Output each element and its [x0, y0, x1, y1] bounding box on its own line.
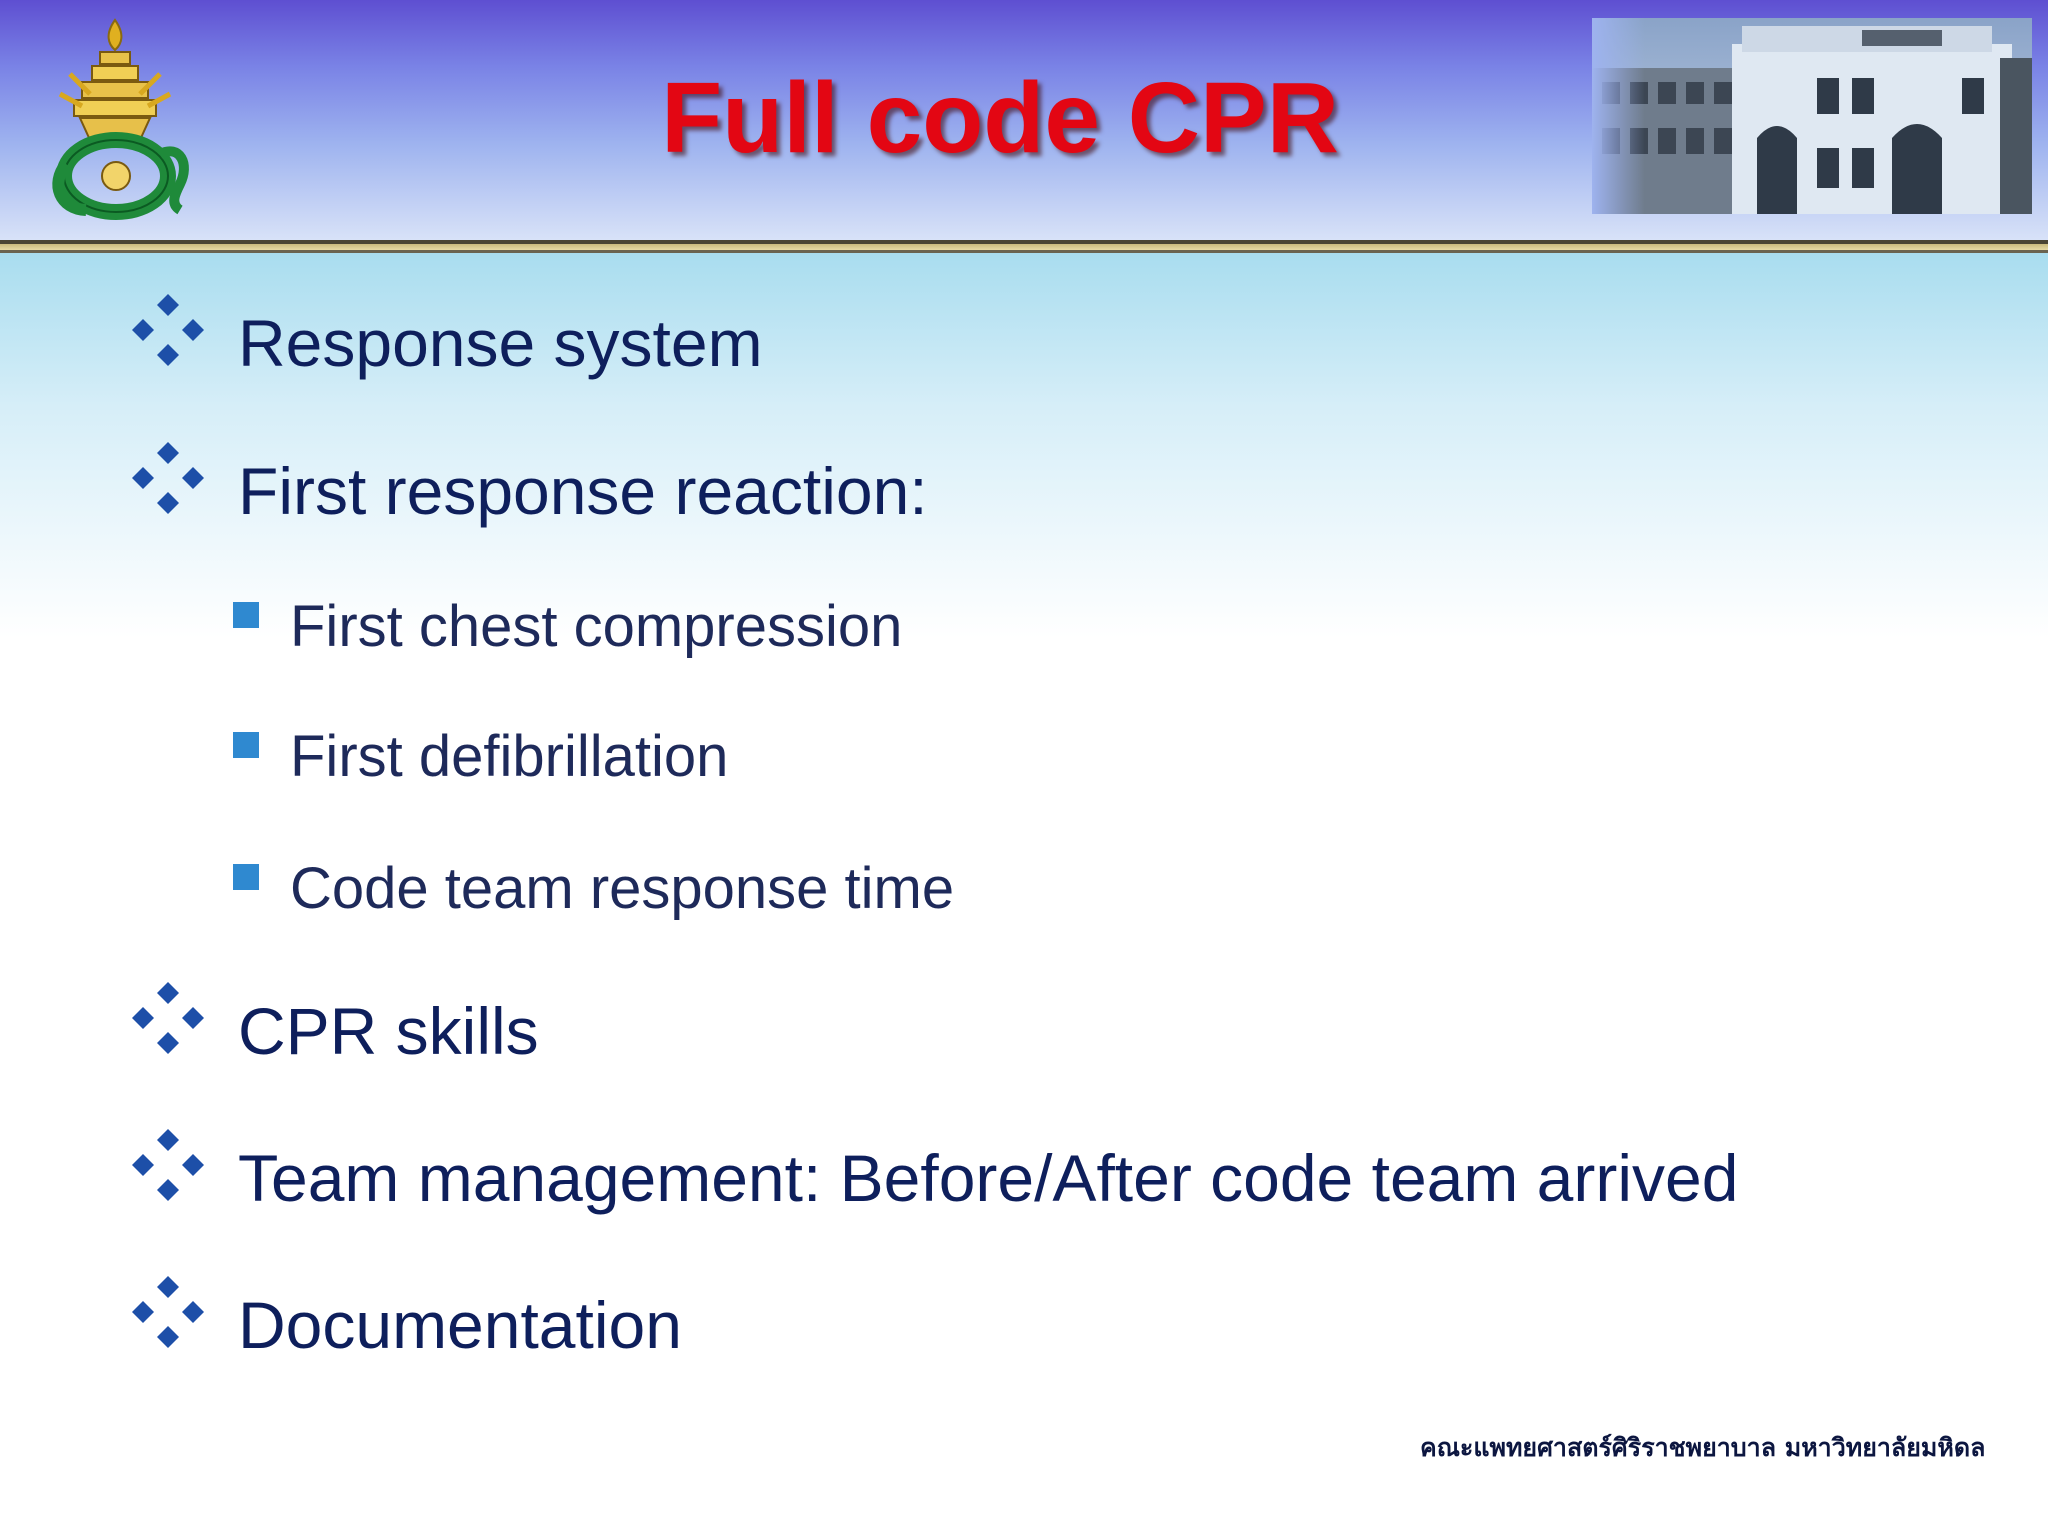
header-divider-lower	[0, 250, 2048, 253]
bullet-cpr-skills: CPR skills	[238, 994, 539, 1068]
header-divider-gold	[0, 244, 2048, 250]
square-bullet-icon	[233, 732, 259, 758]
diamond-bullet-icon	[132, 294, 204, 366]
bullet-team-management: Team management: Before/After code team …	[238, 1141, 1739, 1215]
subbullet-first-defibrillation: First defibrillation	[290, 724, 729, 789]
slide-body-background	[0, 253, 2048, 1536]
subbullet-code-team-response-time: Code team response time	[290, 856, 955, 921]
square-bullet-icon	[233, 602, 259, 628]
faculty-emblem-logo	[30, 14, 200, 226]
bullet-response-system: Response system	[238, 306, 763, 380]
diamond-bullet-icon	[132, 442, 204, 514]
slide-title: Full code CPR	[661, 62, 1339, 174]
diamond-bullet-icon	[132, 982, 204, 1054]
header-divider	[0, 240, 2048, 244]
bullet-first-response-reaction: First response reaction:	[238, 454, 928, 528]
diamond-bullet-icon	[132, 1129, 204, 1201]
subbullet-first-chest-compression: First chest compression	[290, 594, 903, 659]
square-bullet-icon	[233, 864, 259, 890]
bullet-documentation: Documentation	[238, 1288, 682, 1362]
diamond-bullet-icon	[132, 1276, 204, 1348]
building-photo	[1592, 18, 2032, 214]
slide-footer: คณะแพทยศาสตร์ศิริราชพยาบาล มหาวิทยาลัยมห…	[1420, 1433, 1986, 1462]
